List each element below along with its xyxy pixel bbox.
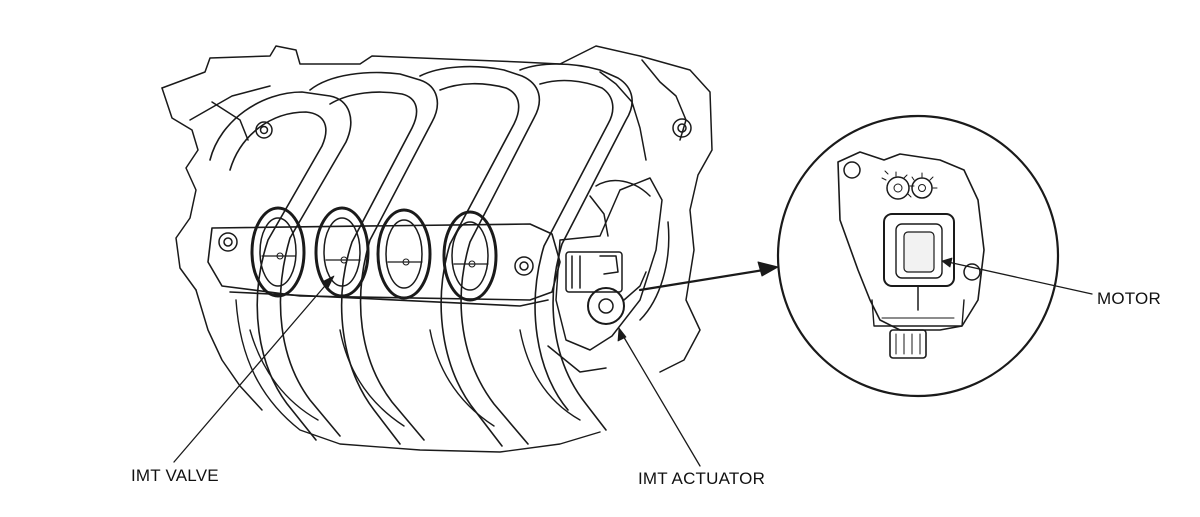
leader-lines (173, 257, 1093, 467)
intake-port-1 (250, 206, 306, 298)
runner-bellies (235, 299, 601, 453)
intake-port-3 (376, 208, 432, 300)
imt-valve-label: IMT VALVE (131, 466, 219, 485)
intake-port-4 (442, 210, 498, 302)
imt-actuator (547, 177, 670, 373)
imt-actuator-label: IMT ACTUATOR (638, 469, 766, 488)
manifold-flange (207, 223, 561, 307)
intake-runners (209, 63, 633, 447)
flange-bolts (218, 118, 692, 276)
detail-magnifier (776, 114, 1060, 398)
detail-arrow (638, 261, 779, 292)
motor-label: MOTOR (1097, 289, 1161, 308)
intake-port-2 (314, 206, 370, 298)
